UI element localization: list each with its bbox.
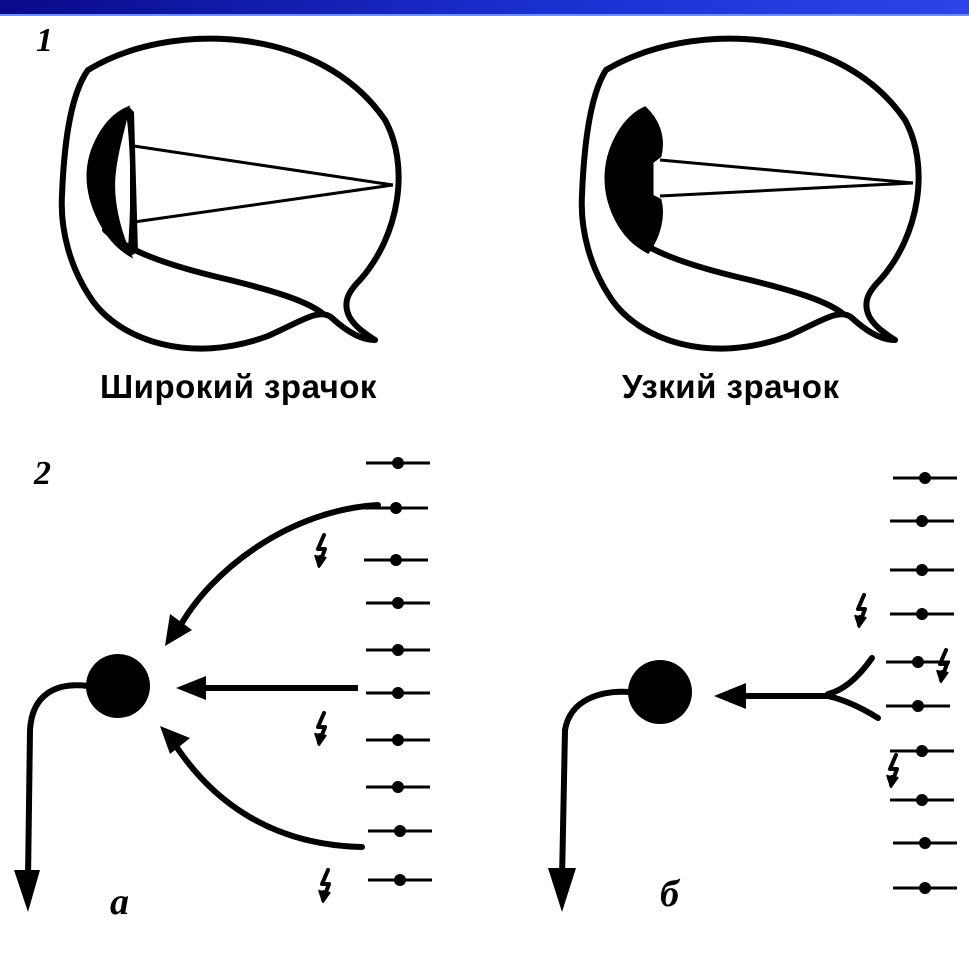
receptor-column-a <box>364 457 432 886</box>
neuron-convergence-diagram <box>14 457 432 912</box>
lightning-icon <box>319 870 330 902</box>
neuron-cell-b <box>628 660 692 724</box>
eye-wide-pupil-diagram <box>62 39 399 349</box>
lightning-icon <box>937 650 948 682</box>
lightning-icon <box>315 535 326 567</box>
axon-a <box>28 685 88 880</box>
neuron-cell-a <box>86 654 150 718</box>
eye-narrow-pupil-diagram <box>582 39 919 349</box>
axon-b <box>562 692 630 880</box>
lightning-icon <box>887 755 898 787</box>
lightning-icon <box>315 713 326 745</box>
neuron-lateral-inhibition-diagram <box>548 472 957 912</box>
receptor-column-b <box>886 472 957 894</box>
lightning-icon <box>855 595 866 627</box>
